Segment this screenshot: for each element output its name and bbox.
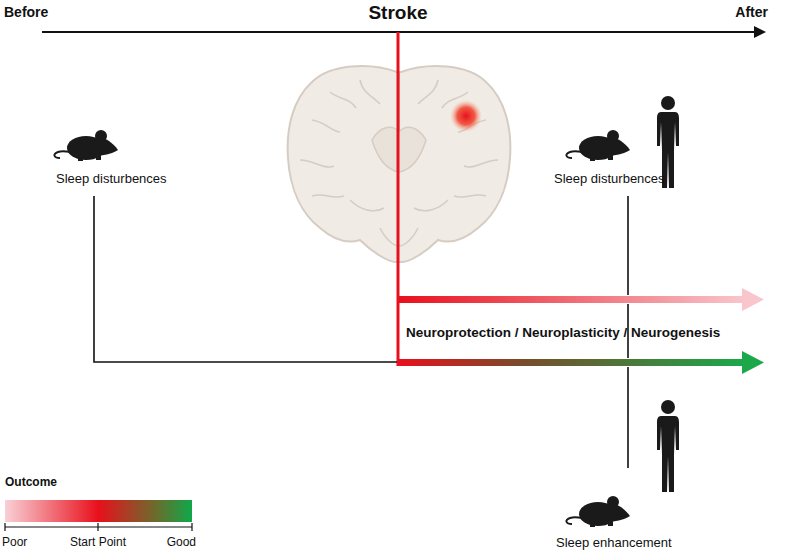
outcome-label: Neuroprotection / Neuroplasticity / Neur… — [406, 325, 720, 341]
scale-tick: Poor — [2, 536, 27, 550]
axis-label: After — [735, 4, 768, 20]
annotation: Sleep disturbences — [56, 172, 167, 187]
scale-title: Outcome — [5, 476, 57, 490]
heading: Stroke — [368, 2, 427, 24]
annotation: Sleep disturbences — [554, 172, 665, 187]
scale-tick: Good — [167, 536, 196, 550]
axis-label: Before — [4, 4, 48, 20]
annotation: Sleep enhancement — [556, 536, 672, 551]
scale-tick: Start Point — [70, 536, 126, 550]
